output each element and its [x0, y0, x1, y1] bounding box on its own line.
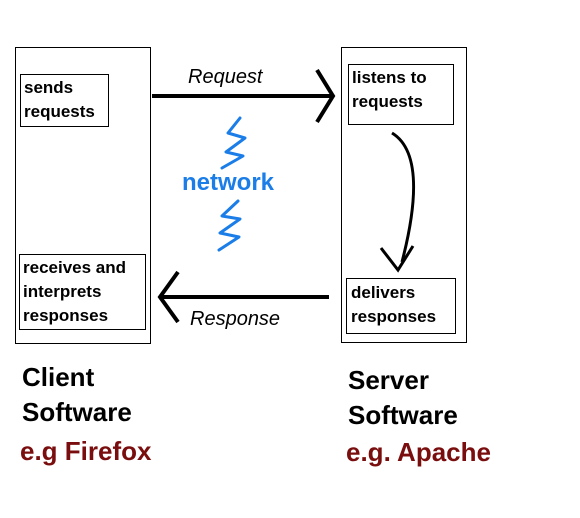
- server-caption: Server Software: [348, 365, 458, 430]
- client-example: e.g Firefox: [20, 436, 152, 466]
- request-arrow: [152, 68, 336, 124]
- client-box: [15, 47, 151, 344]
- server-listens-box: listens to requests: [348, 64, 454, 125]
- server-listens-label: listens to requests: [352, 68, 431, 111]
- client-caption: Client Software: [22, 362, 132, 427]
- server-delivers-box: delivers responses: [346, 278, 456, 334]
- network-label: network: [182, 169, 275, 196]
- client-sends-label: sends requests: [24, 78, 95, 121]
- network-lightning-top: [220, 116, 247, 170]
- client-receives-box: receives and interprets responses: [19, 254, 146, 330]
- client-receives-label: receives and interprets responses: [23, 258, 131, 325]
- server-delivers-label: delivers responses: [351, 283, 436, 326]
- response-label: Response: [190, 308, 280, 330]
- server-box: [341, 47, 467, 343]
- response-arrow: [157, 270, 329, 324]
- client-sends-box: sends requests: [20, 74, 109, 127]
- server-flow-arrow: [379, 131, 416, 273]
- server-example: e.g. Apache: [346, 437, 491, 467]
- network-lightning-bottom: [217, 199, 242, 252]
- request-label: Request: [188, 66, 264, 88]
